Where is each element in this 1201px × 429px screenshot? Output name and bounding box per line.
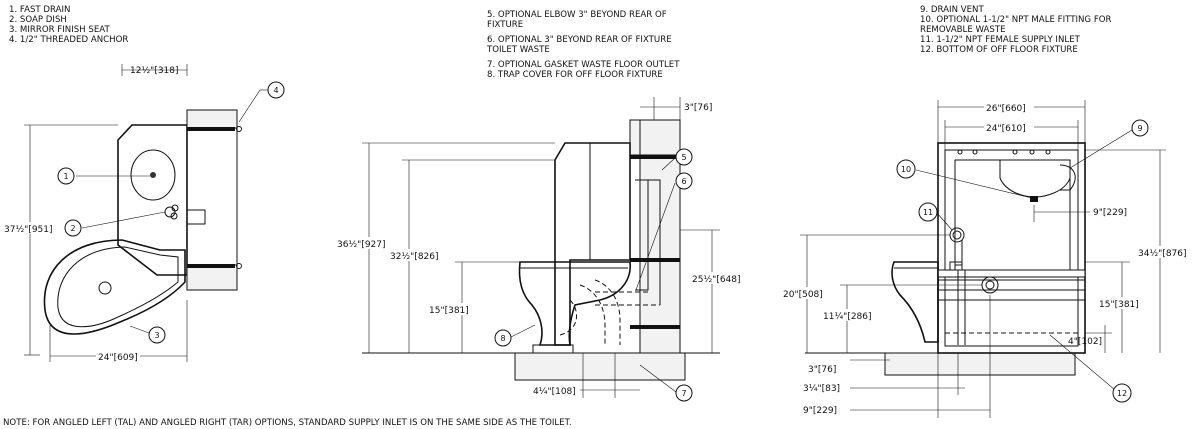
dim-34-876: 34½"[876] [1138, 249, 1187, 259]
callout-5: 5 [681, 153, 686, 162]
wall-top [186, 109, 238, 129]
dim-12-318: 12½"[318] [130, 66, 179, 76]
dim-32-826: 32½"[826] [390, 252, 439, 262]
dim-20-508: 20"[508] [783, 290, 823, 300]
callout-9: 9 [1137, 124, 1142, 133]
legend-item-10b: REMOVABLE WASTE [920, 25, 1006, 35]
callout-12: 12 [1117, 389, 1127, 398]
floor-slab-right [884, 352, 1076, 376]
legend-left: 1. FAST DRAIN 2. SOAP DISH 3. MIRROR FIN… [9, 5, 128, 45]
legend-item-12: 12. BOTTOM OF OFF FLOOR FIXTURE [920, 45, 1078, 55]
dim-24-609: 24"[609] [98, 353, 138, 363]
legend-item-5b: FIXTURE [487, 20, 523, 30]
callout-8: 8 [500, 334, 505, 343]
dim-25-648: 25½"[648] [692, 275, 741, 285]
dim-26-660: 26"[660] [986, 104, 1026, 114]
dim-15-381-right: 15"[381] [1099, 300, 1139, 310]
dim-37-951: 37½"[951] [4, 225, 53, 235]
legend-item-6b: TOILET WASTE [486, 45, 550, 55]
soap-dish [164, 204, 179, 220]
legend-item-9: 9. DRAIN VENT [920, 5, 984, 15]
dim-9-229-bot: 9"[229] [803, 406, 837, 416]
callout-2: 2 [70, 224, 75, 233]
footnote: NOTE: FOR ANGLED LEFT (TAL) AND ANGLED R… [3, 418, 572, 428]
legend-item-1: 1. FAST DRAIN [9, 5, 70, 15]
callout-4: 4 [273, 86, 278, 95]
dim-36-927: 36½"[927] [337, 240, 386, 250]
legend-item-7: 7. OPTIONAL GASKET WASTE FLOOR OUTLET [487, 60, 680, 70]
dim-24-610: 24"[610] [986, 124, 1026, 134]
legend-item-2: 2. SOAP DISH [9, 15, 67, 25]
callout-10: 10 [901, 165, 911, 174]
legend-mid: 5. OPTIONAL ELBOW 3" BEYOND REAR OF FIXT… [486, 10, 680, 80]
callout-6: 6 [681, 177, 686, 186]
callout-7: 7 [681, 389, 686, 398]
callout-3: 3 [154, 331, 159, 340]
legend-item-8: 8. TRAP COVER FOR OFF FLOOR FIXTURE [487, 70, 663, 80]
dim-3-76-bot: 3"[76] [808, 365, 836, 375]
callout-1: 1 [63, 172, 68, 181]
dim-15-381-mid: 15"[381] [429, 306, 469, 316]
legend-item-11: 11. 1-1/2" NPT FEMALE SUPPLY INLET [920, 35, 1081, 45]
top-view: 12½"[318] 37½"[951] [3, 64, 285, 363]
legend-right: 9. DRAIN VENT 10. OPTIONAL 1-1/2" NPT MA… [920, 5, 1112, 55]
dim-4-102: 4"[102] [1068, 337, 1102, 347]
dim-3-83: 3¼"[83] [803, 384, 840, 394]
floor-slab-mid [514, 352, 686, 381]
dim-11-286: 11¼"[286] [823, 312, 872, 322]
legend-item-10: 10. OPTIONAL 1-1/2" NPT MALE FITTING FOR [920, 15, 1112, 25]
front-view: 26"[660] 24"[610] 9"[229] 34½"[876] 15"[… [782, 100, 1192, 418]
side-view: 3"[76] 36½"[927] 32½"[826] 15"[381] 25½"… [336, 97, 742, 402]
legend-item-5: 5. OPTIONAL ELBOW 3" BEYOND REAR OF [487, 10, 667, 20]
dim-3-76-top: 3"[76] [684, 103, 712, 113]
legend-item-4: 4. 1/2" THREADED ANCHOR [9, 35, 128, 45]
callout-11: 11 [923, 208, 933, 217]
dim-9-229-right: 9"[229] [1093, 208, 1127, 218]
legend-item-6: 6. OPTIONAL 3" BEYOND REAR OF FIXTURE [487, 35, 672, 45]
dim-4-108: 4¼"[108] [533, 387, 576, 397]
legend-item-3: 3. MIRROR FINISH SEAT [9, 25, 110, 35]
wall-bottom [186, 264, 238, 291]
